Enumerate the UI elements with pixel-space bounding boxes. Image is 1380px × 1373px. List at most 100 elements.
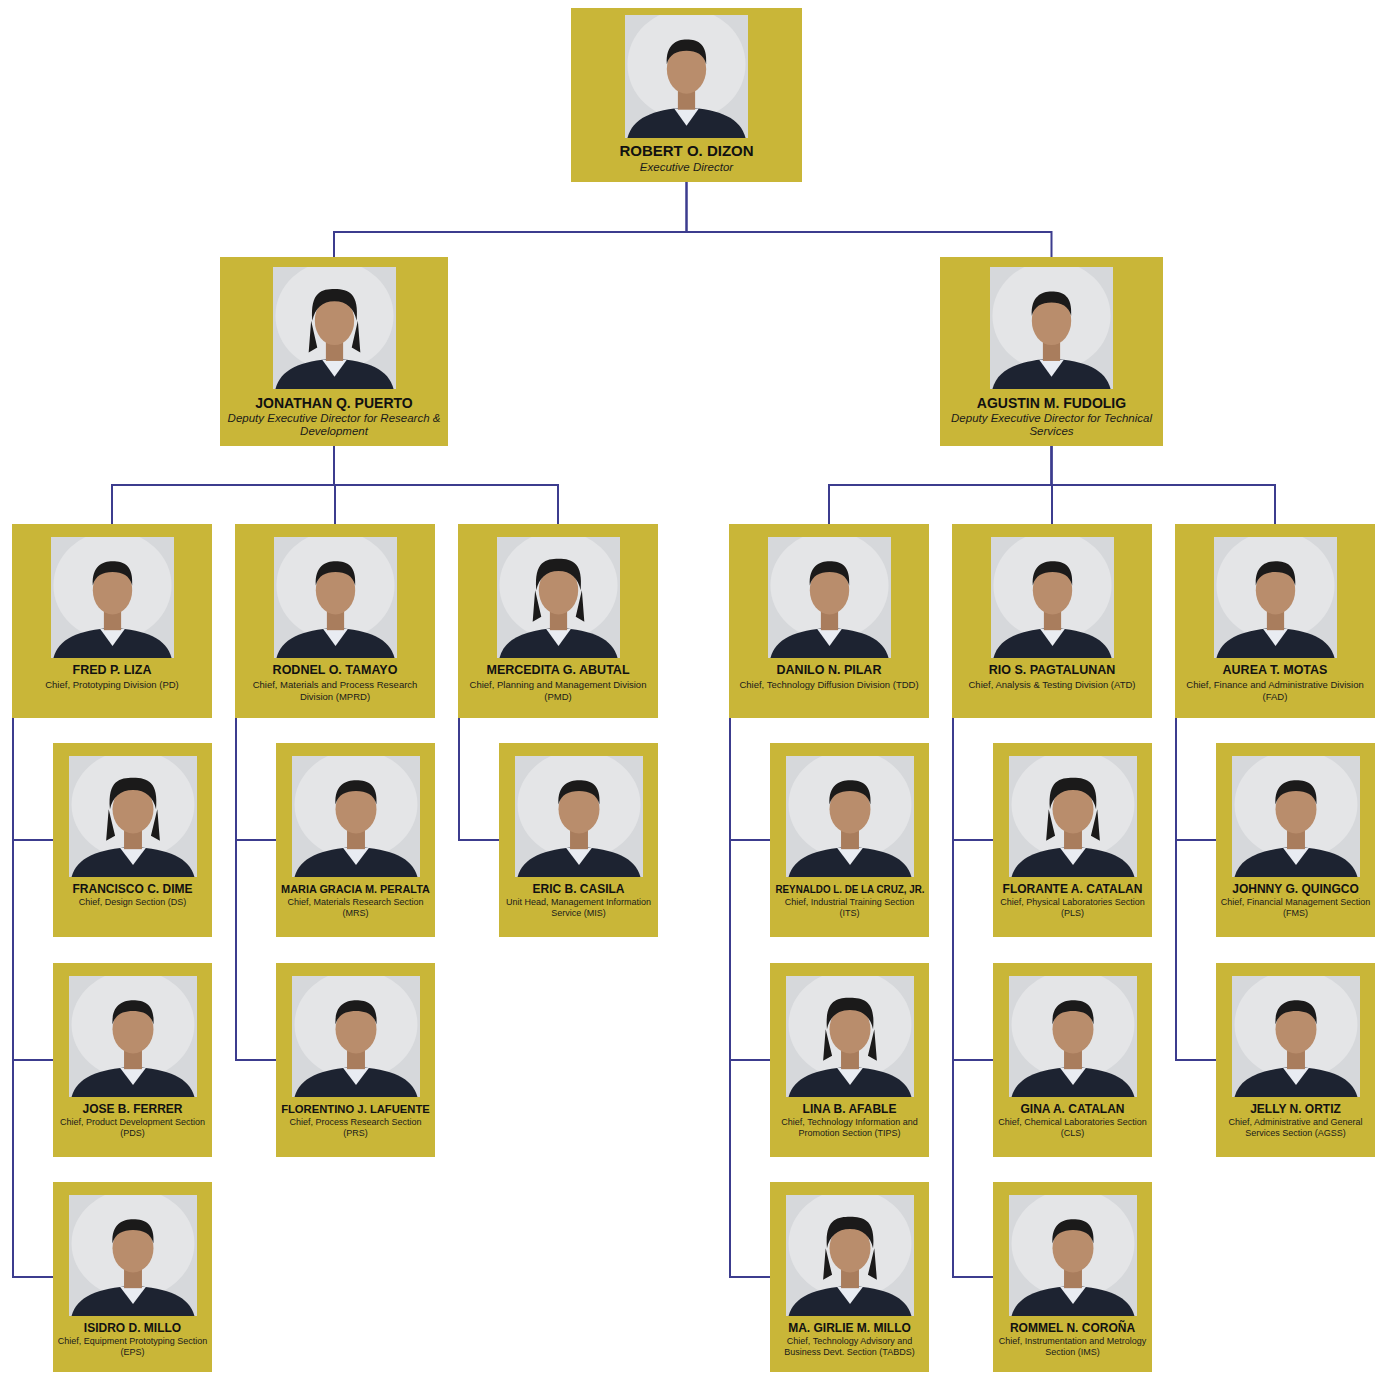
portrait-collar bbox=[817, 629, 842, 646]
connector-line bbox=[13, 718, 53, 1277]
portrait-collar bbox=[100, 629, 125, 646]
position-title: Chief, Chemical Laboratories Section (CL… bbox=[997, 1117, 1148, 1139]
person-name: MERCEDITA G. ABUTAL bbox=[486, 663, 629, 678]
portrait-placeholder bbox=[1214, 537, 1337, 658]
connector-line bbox=[334, 182, 687, 257]
portrait-placeholder bbox=[274, 537, 397, 658]
portrait-light bbox=[517, 756, 640, 859]
portrait-placeholder bbox=[786, 976, 914, 1097]
portrait-jacket bbox=[1011, 1067, 1134, 1097]
connector-line bbox=[334, 446, 558, 524]
portrait-collar bbox=[1263, 629, 1288, 646]
person-box: RIO S. PAGTALUNANChief, Analysis & Testi… bbox=[952, 524, 1152, 718]
portrait-light bbox=[276, 537, 394, 640]
name-line: LINA B. AFABLE bbox=[774, 1102, 925, 1116]
portrait-collar bbox=[1040, 629, 1065, 646]
portrait-jacket bbox=[275, 359, 393, 390]
portrait-collar bbox=[546, 629, 571, 646]
connector-line bbox=[459, 718, 499, 840]
position-title: Chief, Financial Management Section (FMS… bbox=[1220, 897, 1371, 919]
portrait-light bbox=[71, 976, 194, 1079]
connector-line bbox=[1176, 718, 1216, 1060]
portrait-collar bbox=[343, 848, 369, 865]
portrait-light bbox=[1234, 976, 1357, 1079]
portrait-jacket bbox=[993, 628, 1111, 658]
portrait-hair bbox=[532, 559, 584, 622]
position-title: Chief, Process Research Section (PRS) bbox=[280, 1117, 431, 1139]
portrait-placeholder bbox=[991, 537, 1114, 658]
portrait-collar bbox=[1283, 1068, 1309, 1085]
portrait-jacket bbox=[788, 847, 911, 877]
portrait-jacket bbox=[627, 107, 745, 138]
portrait-collar bbox=[322, 360, 347, 377]
connector-line bbox=[730, 718, 770, 1060]
position-title: Chief, Physical Laboratories Section (PL… bbox=[997, 897, 1148, 919]
person-name: AGUSTIN M. FUDOLIG bbox=[977, 395, 1126, 411]
portrait-light bbox=[275, 267, 393, 371]
portrait-placeholder bbox=[1232, 976, 1360, 1097]
person-name: RODNEL O. TAMAYO bbox=[273, 663, 398, 678]
portrait-hair bbox=[1275, 780, 1316, 804]
portrait-placeholder bbox=[51, 537, 174, 658]
person-box: FLORENTINO J. LAFUENTEChief, Process Res… bbox=[276, 963, 435, 1157]
portrait-light bbox=[294, 976, 417, 1079]
name-line: ERIC B. CASILA bbox=[503, 882, 654, 896]
portrait-collar bbox=[837, 1068, 863, 1085]
portrait-collar bbox=[120, 1068, 146, 1085]
portrait-hair bbox=[1046, 778, 1100, 841]
position-title: Unit Head, Management Information Servic… bbox=[503, 897, 654, 919]
portrait-light bbox=[1011, 756, 1134, 859]
portrait-placeholder bbox=[515, 756, 643, 877]
portrait-hair bbox=[558, 780, 599, 804]
person-name: DANILO N. PILAR bbox=[777, 663, 882, 678]
portrait-placeholder bbox=[69, 1195, 197, 1316]
portrait-collar bbox=[343, 1068, 369, 1085]
portrait-hair bbox=[1052, 1219, 1093, 1243]
portrait-hair bbox=[823, 1217, 877, 1280]
person-box: MERCEDITA G. ABUTALChief, Planning and M… bbox=[458, 524, 658, 718]
name-line: AGUSTIN M. FUDOLIG bbox=[944, 395, 1159, 411]
name-line: FLORANTE A. CATALAN bbox=[997, 882, 1148, 896]
portrait-collar bbox=[674, 108, 699, 125]
portrait-light bbox=[992, 267, 1110, 371]
person-box: MARIA GRACIA M. PERALTAChief, Materials … bbox=[276, 743, 435, 937]
person-box: JOHNNY G. QUINGCOChief, Financial Manage… bbox=[1216, 743, 1375, 937]
portrait-collar bbox=[1060, 1068, 1086, 1085]
position-title: Chief, Technology Diffusion Division (TD… bbox=[733, 679, 925, 691]
portrait-light bbox=[627, 15, 745, 120]
portrait-hair bbox=[106, 778, 160, 841]
portrait-light bbox=[770, 537, 888, 640]
connector-line bbox=[953, 718, 993, 1060]
portrait-jacket bbox=[1234, 1067, 1357, 1097]
portrait-light bbox=[71, 1195, 194, 1298]
portrait-jacket bbox=[71, 1067, 194, 1097]
person-box: DANILO N. PILARChief, Technology Diffusi… bbox=[729, 524, 929, 718]
portrait-light bbox=[1216, 537, 1334, 640]
portrait-light bbox=[1011, 1195, 1134, 1298]
person-name: FRED P. LIZA bbox=[73, 663, 152, 678]
person-box: ISIDRO D. MILLOChief, Equipment Prototyp… bbox=[53, 1182, 212, 1372]
position-title: Chief, Materials Research Section (MRS) bbox=[280, 897, 431, 919]
portrait-collar bbox=[837, 1287, 863, 1304]
portrait-placeholder bbox=[786, 756, 914, 877]
portrait-light bbox=[71, 756, 194, 859]
portrait-hair bbox=[667, 40, 707, 65]
portrait-hair bbox=[823, 998, 877, 1061]
connector-line bbox=[730, 718, 770, 840]
name-line: AUREA T. MOTAS bbox=[1179, 663, 1371, 678]
position-title: Chief, Design Section (DS) bbox=[57, 897, 208, 908]
portrait-hair bbox=[1052, 1000, 1093, 1024]
person-name: MA. GIRLIE M. MILLO bbox=[788, 1321, 911, 1335]
portrait-collar bbox=[837, 848, 863, 865]
person-name: RIO S. PAGTALUNAN bbox=[989, 663, 1116, 678]
name-line: FLORENTINO J. LAFUENTE bbox=[280, 1102, 431, 1116]
person-name: GINA A. CATALAN bbox=[1021, 1102, 1125, 1116]
name-line: ISIDRO D. MILLO bbox=[57, 1321, 208, 1335]
position-title: Chief, Finance and Administrative Divisi… bbox=[1179, 679, 1371, 703]
person-box: RODNEL O. TAMAYOChief, Materials and Pro… bbox=[235, 524, 435, 718]
portrait-hair bbox=[112, 1000, 153, 1024]
name-line: FRED P. LIZA bbox=[16, 663, 208, 678]
connector-line bbox=[13, 718, 53, 1060]
portrait-placeholder bbox=[1009, 1195, 1137, 1316]
portrait-jacket bbox=[1011, 1286, 1134, 1316]
